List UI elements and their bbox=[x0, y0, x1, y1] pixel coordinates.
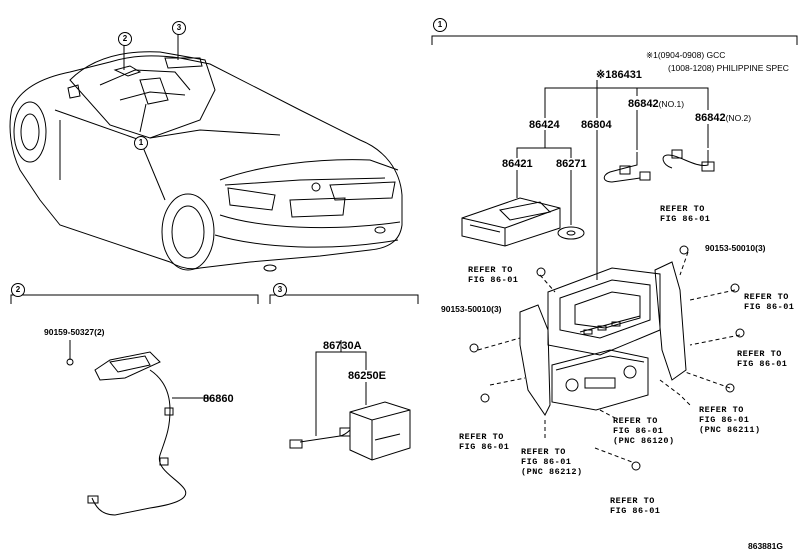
antenna-cable-no2 bbox=[662, 149, 715, 172]
spec-note-line2: (1008-1208) PHILIPPINE SPEC bbox=[668, 63, 789, 73]
callout-2-section: 2 bbox=[11, 283, 25, 297]
part-86842-no2: 86842(NO.2) bbox=[695, 112, 752, 124]
part-86431: ※186431 bbox=[596, 69, 642, 81]
navi-receiver-module bbox=[289, 401, 411, 461]
part-86250E: 86250E bbox=[348, 370, 386, 382]
antenna-cable-no1 bbox=[603, 152, 651, 183]
callout-2: 2 bbox=[118, 32, 132, 46]
car-illustration bbox=[9, 51, 403, 272]
part-86424: 86424 bbox=[529, 119, 560, 131]
part-86730A: 86730A bbox=[323, 340, 362, 352]
section2-bracket bbox=[10, 294, 259, 304]
display-assembly bbox=[477, 251, 741, 463]
section1-bracket bbox=[431, 35, 798, 45]
part-86860: 86860 bbox=[203, 393, 234, 405]
gps-antenna-cable bbox=[66, 340, 212, 516]
part-86271: 86271 bbox=[556, 158, 587, 170]
callout-3-section: 3 bbox=[273, 283, 287, 297]
section3-bracket bbox=[269, 294, 419, 304]
callout-1-section: 1 bbox=[433, 18, 447, 32]
part-90153-right: 90153-50010(3) bbox=[705, 243, 766, 253]
bolts-section1 bbox=[469, 245, 745, 471]
part-86421: 86421 bbox=[502, 158, 533, 170]
part-90159-50327: 90159-50327(2) bbox=[44, 327, 105, 337]
spec-note-line1: ※1(0904-0908) GCC bbox=[646, 50, 726, 60]
part-90153-left: 90153-50010(3) bbox=[441, 304, 502, 314]
part-86842-no1: 86842(NO.1) bbox=[628, 98, 685, 110]
callout-1-car: 1 bbox=[134, 136, 148, 150]
navigation-unit bbox=[461, 197, 561, 247]
callout-3: 3 bbox=[172, 21, 186, 35]
diagram-code: 863881G bbox=[748, 541, 783, 551]
part-86804: 86804 bbox=[581, 119, 612, 131]
map-disc bbox=[557, 226, 585, 240]
